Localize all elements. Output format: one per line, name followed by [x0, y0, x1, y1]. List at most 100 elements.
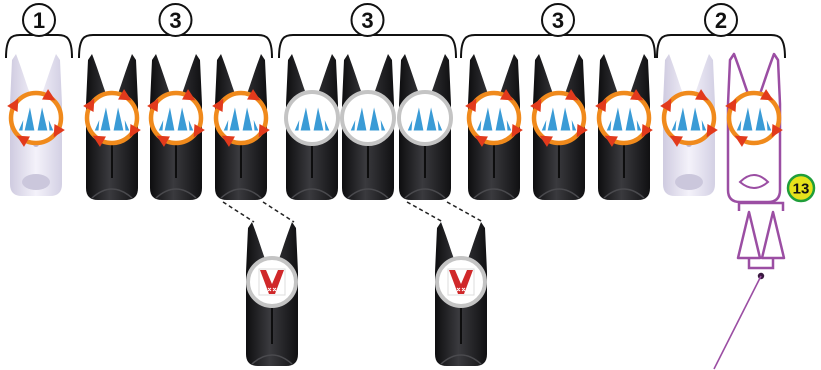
still-marker-icon — [284, 90, 340, 146]
rotate-arrow-icon — [7, 98, 19, 112]
piece-black — [340, 54, 396, 200]
group-number-circle — [22, 3, 56, 37]
piece-row — [7, 52, 783, 204]
blue-triangle-icon — [670, 104, 708, 132]
group-number-label: 3 — [169, 8, 181, 33]
dashed-connector — [406, 201, 444, 223]
dashed-connector — [222, 201, 255, 223]
rotate-arrow-icon — [474, 135, 488, 147]
rotate-marker-icon — [595, 89, 653, 147]
piece-base-hollow — [22, 174, 50, 190]
piece-base-edge — [91, 188, 133, 199]
dashed-connector — [446, 201, 484, 223]
piece-outline — [725, 52, 783, 204]
rotate-arrow-icon — [500, 89, 514, 101]
piece-black — [397, 54, 453, 200]
rotate-arrow-icon — [182, 89, 196, 101]
rotate-marker-icon — [725, 89, 783, 147]
rotate-arrow-icon — [706, 124, 718, 138]
rotate-arrow-icon — [695, 89, 709, 101]
rotate-arrow-icon — [156, 135, 170, 147]
rotate-arrow-icon — [16, 135, 30, 147]
rotate-arrow-icon — [42, 89, 56, 101]
piece-black — [147, 54, 205, 200]
rotate-arrow-icon — [604, 135, 618, 147]
rotate-marker-icon — [530, 89, 588, 147]
group-number-label: 3 — [361, 8, 373, 33]
red-v-sign-icon — [435, 256, 487, 308]
group-number-label: 1 — [33, 8, 45, 33]
blue-triangle-icon — [93, 104, 131, 132]
group-number-circle — [158, 3, 193, 37]
still-marker-icon — [340, 90, 396, 146]
rotate-arrow-icon — [771, 124, 783, 138]
blue-triangle-icon — [475, 104, 513, 132]
piece-base-edge — [347, 188, 389, 199]
still-marker-icon — [397, 90, 453, 146]
blue-triangle-icon — [605, 104, 643, 132]
blue-triangle-icon — [735, 104, 773, 132]
group-number-circle — [541, 3, 575, 37]
piece-base-edge — [404, 188, 446, 199]
group-number-label: 2 — [715, 8, 727, 33]
sub-component-right-prong — [760, 210, 786, 260]
piece-black — [465, 54, 523, 200]
group-number-circle — [704, 3, 738, 37]
rotate-arrow-icon — [83, 98, 95, 112]
rotate-arrow-icon — [147, 98, 159, 112]
piece-base-edge — [291, 188, 333, 199]
variant-piece — [435, 222, 487, 366]
group-bracket — [656, 34, 786, 59]
group-number-circle — [350, 3, 385, 37]
blue-triangle-icon — [222, 104, 260, 132]
rotate-arrow-icon — [212, 98, 224, 112]
group-number-label: 3 — [552, 8, 564, 33]
sub-component-callout — [713, 201, 786, 370]
rotate-marker-icon — [83, 89, 141, 147]
rotate-arrow-icon — [595, 98, 607, 112]
red-v-sign-icon — [246, 256, 298, 308]
piece-base-edge — [603, 188, 645, 199]
sub-component-bracket — [737, 201, 785, 211]
rotate-arrow-icon — [565, 89, 579, 101]
rotate-arrow-icon — [258, 124, 270, 138]
blue-triangle-icon — [17, 104, 55, 132]
rotate-arrow-icon — [530, 98, 542, 112]
rotate-arrow-icon — [465, 98, 477, 112]
variant-piece — [246, 222, 298, 366]
rotate-arrow-icon — [247, 89, 261, 101]
rotate-marker-icon — [147, 89, 205, 147]
piece-base-edge — [251, 354, 293, 365]
rotate-arrow-icon — [760, 89, 774, 101]
rotate-arrow-icon — [669, 135, 683, 147]
rotate-arrow-icon — [641, 124, 653, 138]
blue-triangle-icon — [540, 104, 578, 132]
piece-base-edge — [220, 188, 262, 199]
rotate-arrow-icon — [511, 124, 523, 138]
rotate-arrow-icon — [129, 124, 141, 138]
rotate-arrow-icon — [539, 135, 553, 147]
group-bracket — [78, 34, 273, 59]
sub-component-join — [747, 258, 775, 270]
rotate-arrow-icon — [630, 89, 644, 101]
piece-base-edge — [440, 354, 482, 365]
piece-black — [530, 54, 588, 200]
piece-black — [595, 54, 653, 200]
piece-black — [83, 54, 141, 200]
blue-triangle-icon — [157, 104, 195, 132]
pointer-line — [713, 275, 762, 370]
sub-component-left-prong — [736, 210, 762, 260]
piece-base-edge — [155, 188, 197, 199]
rotate-marker-icon — [212, 89, 270, 147]
callout-badge: 13 — [786, 173, 816, 203]
rotate-arrow-icon — [118, 89, 132, 101]
piece-black — [284, 54, 340, 200]
group-bracket — [460, 34, 656, 59]
piece-base-edge — [473, 188, 515, 199]
rotate-arrow-icon — [92, 135, 106, 147]
group-labels: 1 3 3 3 2 — [22, 3, 738, 37]
piece-white — [7, 54, 65, 196]
piece-white — [660, 54, 718, 196]
rotate-arrow-icon — [660, 98, 672, 112]
